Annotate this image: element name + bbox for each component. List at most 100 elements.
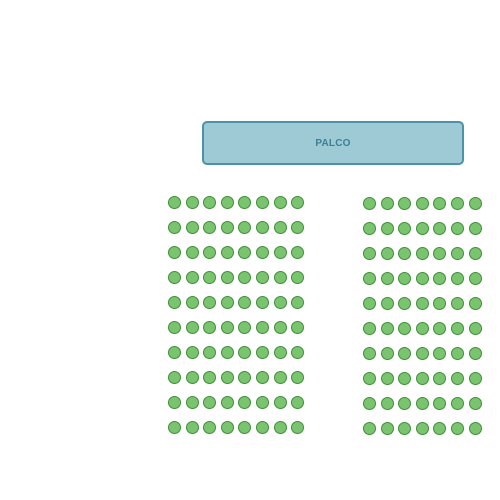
seat[interactable] [291, 371, 305, 384]
seat[interactable] [398, 422, 412, 435]
seat[interactable] [468, 422, 482, 435]
seat[interactable] [185, 221, 199, 234]
seat[interactable] [363, 322, 376, 335]
seat[interactable] [256, 421, 269, 434]
seat[interactable] [380, 372, 394, 385]
seat[interactable] [203, 271, 217, 284]
seat[interactable] [415, 397, 429, 410]
seat[interactable] [363, 422, 376, 435]
seat[interactable] [220, 421, 234, 434]
seat[interactable] [238, 421, 252, 434]
seat[interactable] [273, 371, 287, 384]
seat[interactable] [380, 222, 394, 235]
seat[interactable] [398, 297, 412, 310]
seat[interactable] [468, 247, 482, 260]
seat[interactable] [168, 396, 181, 409]
seat[interactable] [433, 372, 447, 385]
seat[interactable] [238, 371, 252, 384]
seat[interactable] [398, 347, 412, 360]
seat[interactable] [415, 372, 429, 385]
seat[interactable] [291, 321, 305, 334]
seat[interactable] [273, 396, 287, 409]
seat[interactable] [433, 397, 447, 410]
seat[interactable] [220, 271, 234, 284]
seat[interactable] [203, 396, 217, 409]
seat[interactable] [168, 221, 181, 234]
seat[interactable] [203, 196, 217, 209]
seat[interactable] [398, 272, 412, 285]
seat[interactable] [256, 271, 269, 284]
seat[interactable] [256, 246, 269, 259]
seat[interactable] [291, 246, 305, 259]
seat[interactable] [398, 222, 412, 235]
seat[interactable] [380, 422, 394, 435]
seat[interactable] [238, 396, 252, 409]
seat[interactable] [363, 397, 376, 410]
seat[interactable] [273, 321, 287, 334]
seat[interactable] [220, 246, 234, 259]
seat[interactable] [203, 296, 217, 309]
seat[interactable] [433, 347, 447, 360]
seat[interactable] [203, 346, 217, 359]
seat[interactable] [273, 296, 287, 309]
seat[interactable] [415, 347, 429, 360]
seat[interactable] [380, 272, 394, 285]
seat[interactable] [415, 422, 429, 435]
seat[interactable] [380, 322, 394, 335]
seat[interactable] [451, 372, 464, 385]
seat[interactable] [291, 221, 305, 234]
seat[interactable] [291, 271, 305, 284]
seat[interactable] [168, 346, 181, 359]
seat[interactable] [220, 221, 234, 234]
seat[interactable] [203, 421, 217, 434]
seat[interactable] [291, 421, 305, 434]
seat[interactable] [468, 397, 482, 410]
seat[interactable] [168, 371, 181, 384]
seat[interactable] [220, 296, 234, 309]
seat[interactable] [168, 196, 181, 209]
seat[interactable] [256, 396, 269, 409]
seat[interactable] [203, 321, 217, 334]
seat[interactable] [168, 321, 181, 334]
seat[interactable] [168, 271, 181, 284]
seat[interactable] [415, 247, 429, 260]
seat[interactable] [398, 372, 412, 385]
seat[interactable] [451, 397, 464, 410]
seat[interactable] [380, 247, 394, 260]
seat[interactable] [256, 321, 269, 334]
seat[interactable] [273, 246, 287, 259]
seat[interactable] [273, 271, 287, 284]
seat[interactable] [363, 372, 376, 385]
seat[interactable] [415, 322, 429, 335]
seat[interactable] [433, 247, 447, 260]
seat[interactable] [433, 422, 447, 435]
seat[interactable] [451, 197, 464, 210]
seat[interactable] [203, 246, 217, 259]
seat[interactable] [415, 272, 429, 285]
seat[interactable] [273, 221, 287, 234]
seat[interactable] [273, 196, 287, 209]
seat[interactable] [451, 222, 464, 235]
seat[interactable] [185, 296, 199, 309]
seat[interactable] [273, 421, 287, 434]
seat[interactable] [451, 297, 464, 310]
seat[interactable] [256, 296, 269, 309]
seat[interactable] [398, 397, 412, 410]
seat[interactable] [433, 197, 447, 210]
seat[interactable] [451, 247, 464, 260]
seat[interactable] [220, 371, 234, 384]
seat[interactable] [238, 271, 252, 284]
seat[interactable] [363, 222, 376, 235]
seat[interactable] [185, 396, 199, 409]
seat[interactable] [468, 222, 482, 235]
seat[interactable] [220, 321, 234, 334]
seat[interactable] [238, 346, 252, 359]
seat[interactable] [451, 322, 464, 335]
seat[interactable] [398, 322, 412, 335]
seat[interactable] [238, 196, 252, 209]
seat[interactable] [291, 346, 305, 359]
seat[interactable] [433, 322, 447, 335]
seat[interactable] [256, 196, 269, 209]
seat[interactable] [451, 347, 464, 360]
seat[interactable] [468, 297, 482, 310]
